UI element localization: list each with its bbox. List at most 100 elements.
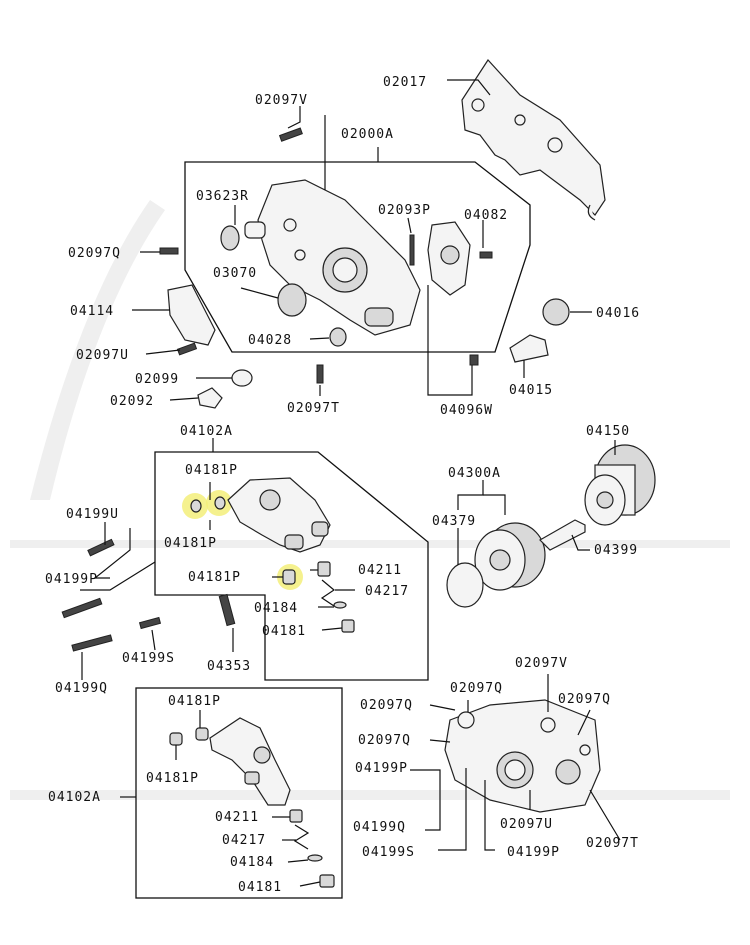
label-04181: 04181 [262,624,306,639]
label-04016: 04016 [596,306,640,321]
label-04199q: 04199Q [55,681,108,696]
label-04181p-b: 04181P [164,536,217,551]
pump-body-box [154,451,429,681]
label-02099: 02099 [135,372,179,387]
label-04199u: 04199U [66,507,119,522]
spring-04217 [320,579,336,607]
part-labels: 02017 02097V 02000A 03623R 02093P 04082 … [45,75,640,895]
plug-04181 [341,619,355,633]
oil-filter-bracket-part [227,477,331,553]
label-04181p-e: 04181P [146,771,199,786]
label-04015: 04015 [509,383,553,398]
label-02097q-bot3: 02097Q [558,692,611,707]
label-04181p-c: 04181P [188,570,241,585]
seal-03070 [277,283,307,317]
plug-04181-bot [319,874,335,888]
label-04379: 04379 [432,514,476,529]
plunger-04211-bot [289,809,303,823]
oil-filter-part [584,444,656,526]
label-02097q-top: 02097Q [68,246,121,261]
plate-04114 [167,284,216,346]
bolt-02097u-top [176,342,198,356]
label-02097q-bot1: 02097Q [450,681,503,696]
label-04082: 04082 [464,208,508,223]
label-02097u-bot: 02097U [500,817,553,832]
gear-04016 [542,298,570,326]
gasket-02092 [197,387,223,409]
label-03070: 03070 [213,266,257,281]
label-04217: 04217 [365,584,409,599]
label-04181p-a: 04181P [185,463,238,478]
bolt-04199q [71,634,113,652]
label-02097q-bot2: 02097Q [360,698,413,713]
label-04184: 04184 [254,601,298,616]
label-02017: 02017 [383,75,427,90]
label-04184-bot: 04184 [230,855,274,870]
label-04150: 04150 [586,424,630,439]
label-04181-bot: 04181 [238,880,282,895]
plug-04181p-e [195,727,209,741]
label-02092: 02092 [110,394,154,409]
label-02000a: 02000A [341,127,394,142]
shaft-04015 [509,334,549,363]
label-04102a-bot: 04102A [48,790,101,805]
label-03623r: 03623R [196,189,249,204]
label-02093p: 02093P [378,203,431,218]
bolt-04199u [87,538,115,557]
label-04353: 04353 [207,659,251,674]
pin-02093p [409,234,415,266]
oring-04379 [446,562,484,608]
stud-04399 [539,519,586,551]
label-04211-bot: 04211 [215,810,259,825]
label-04211: 04211 [358,563,402,578]
oil-cooler-part [474,522,546,591]
label-02097q-bot4: 02097Q [358,733,411,748]
label-04199p-bot: 04199P [355,761,408,776]
label-04028: 04028 [248,333,292,348]
label-04102a-top: 04102A [180,424,233,439]
gasket-04184 [333,601,347,609]
plunger-04211 [317,561,331,577]
label-04199s-bot: 04199S [362,845,415,860]
plug-04181p-d [169,732,183,746]
label-02097t-bot: 02097T [586,836,639,851]
label-04300a: 04300A [448,466,501,481]
pump-body-box-2 [135,687,343,899]
seal-04028 [329,327,347,347]
label-04199q-bot: 04199Q [353,820,406,835]
plug-04181p-c [282,569,296,585]
bolt-04096w [469,354,479,366]
bolt-02097t-top [316,364,324,384]
sensor-04353 [218,593,236,627]
bolt-04199p [61,597,103,619]
label-04199p-bot2: 04199P [507,845,560,860]
label-04199s: 04199S [122,651,175,666]
label-04199p: 04199P [45,572,98,587]
label-02097v-bot: 02097V [515,656,568,671]
seal-03623r [220,225,240,251]
spring-04217-bot [293,824,310,850]
bolt-04199s [138,616,162,630]
back-plate-part [461,59,606,221]
front-case-part [244,179,421,336]
label-04114: 04114 [70,304,114,319]
bolt-02097q-top [159,247,179,255]
label-04181p-d: 04181P [168,694,221,709]
label-02097u-top: 02097U [76,348,129,363]
front-case-part-2 [444,699,601,813]
oring-02099 [231,369,253,387]
label-02097v-top: 02097V [255,93,308,108]
label-04096w: 04096W [440,403,493,418]
label-04399: 04399 [594,543,638,558]
plug-04181p-b [214,496,226,510]
label-02097t-top: 02097T [287,401,340,416]
plug-04181p-a [190,499,202,513]
label-04217-bot: 04217 [222,833,266,848]
oil-filter-bracket-part-2 [209,717,291,806]
bolt-02097v-top [278,127,303,142]
oil-pump-assembly-box [184,161,531,353]
pump-cover-part [427,221,493,296]
gasket-04184-bot [307,854,323,862]
